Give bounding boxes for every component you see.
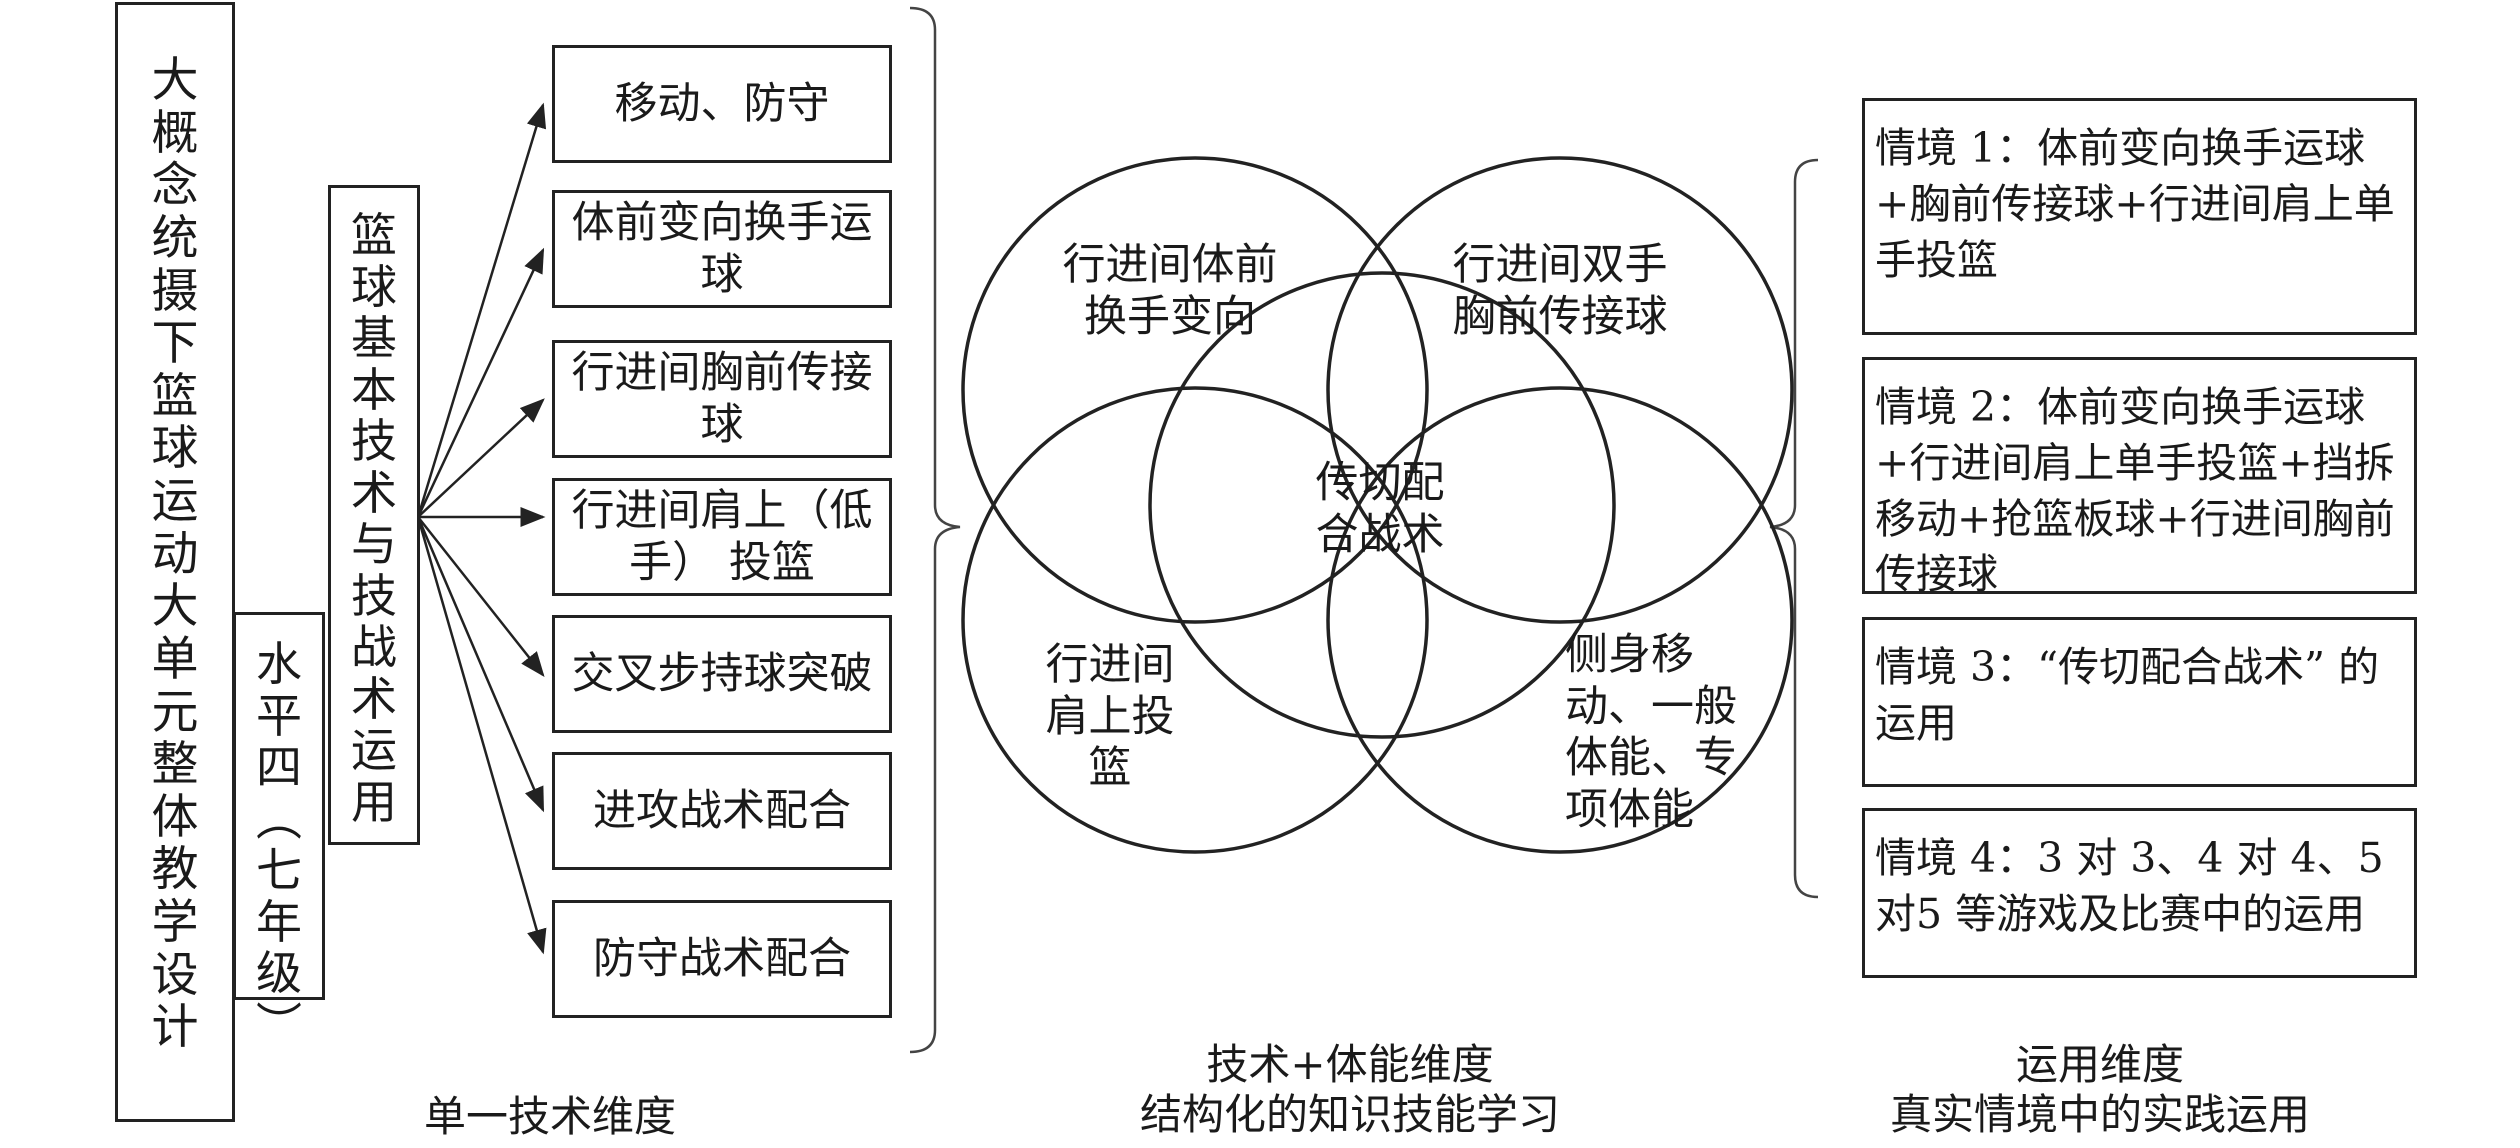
dimension-middle-line2: 结构化的知识技能学习 xyxy=(1139,1089,1560,1139)
level-box-text: 水平四︵七年级︶ xyxy=(256,637,302,1052)
scenario-text-3: 情境 3：“传切配合战术” 的运用 xyxy=(1875,643,2380,747)
dimension-middle-line1: 技术+体能维度 xyxy=(1206,1040,1494,1089)
arrow-3 xyxy=(417,398,545,518)
venn-circle-top-right xyxy=(1326,156,1794,624)
scenario-text-4: 情境 4：3 对 3、4 对 4、5对5 等游戏及比赛中的运用 xyxy=(1875,834,2384,938)
title-column-text: 大概念统摄下篮球运动大单元整体教学设计 xyxy=(151,53,199,1056)
skill-box-3: 行进间胸前传接球 xyxy=(552,340,892,458)
scenario-box-3: 情境 3：“传切配合战术” 的运用 xyxy=(1862,617,2417,787)
level-box: 水平四︵七年级︶ xyxy=(233,612,325,1050)
skill-box-1: 移动、防守 xyxy=(552,45,892,163)
skill-category-box: 篮球基本技术与技战术运用 xyxy=(328,185,420,845)
skill-label-6: 进攻战术配合 xyxy=(593,785,851,836)
dimension-label-left: 单一技术维度 xyxy=(350,1092,750,1142)
scenario-text-1: 情境 1：体前变向换手运球+胸前传接球+行进间肩上单手投篮 xyxy=(1875,124,2395,284)
skill-label-3: 行进间胸前传接球 xyxy=(571,347,873,450)
dimension-label-right: 运用维度 真实情境中的实践运用 xyxy=(1860,1040,2340,1139)
arrow-6 xyxy=(416,516,545,813)
dimension-right-line2: 真实情境中的实践运用 xyxy=(1889,1089,2310,1139)
dimension-label-middle: 技术+体能维度 结构化的知识技能学习 xyxy=(1100,1040,1600,1139)
skill-box-6: 进攻战术配合 xyxy=(552,752,892,870)
venn-circle-bottom-left xyxy=(961,386,1429,854)
venn-label-center: 传切配合战术 xyxy=(1315,458,1445,560)
dimension-left-text: 单一技术维度 xyxy=(423,1092,676,1141)
scenario-box-2: 情境 2：体前变向换手运球+行进间肩上单手投篮+挡拆移动+抢篮板球+行进间胸前传… xyxy=(1862,357,2417,598)
skill-box-2: 体前变向换手运球 xyxy=(552,190,892,308)
venn-circles xyxy=(961,156,1794,854)
skill-box-4: 行进间肩上（低手） 投篮 xyxy=(552,478,892,596)
scenario-box-1: 情境 1：体前变向换手运球+胸前传接球+行进间肩上单手投篮 xyxy=(1862,98,2417,335)
skill-box-5: 交叉步持球突破 xyxy=(552,615,892,733)
skill-box-7: 防守战术配合 xyxy=(552,900,892,1018)
skill-label-1: 移动、防守 xyxy=(614,78,830,129)
scenario-text-2: 情境 2：体前变向换手运球+行进间肩上单手投篮+挡拆移动+抢篮板球+行进间胸前传… xyxy=(1875,383,2395,599)
skill-label-2: 体前变向换手运球 xyxy=(571,197,873,300)
skill-label-4: 行进间肩上（低手） 投篮 xyxy=(571,485,873,588)
right-brace xyxy=(1769,158,1819,899)
venn-label-bottom-left: 行进间肩上投篮 xyxy=(1045,640,1175,794)
scenario-box-4: 情境 4：3 对 3、4 对 4、5对5 等游戏及比赛中的运用 xyxy=(1862,808,2417,978)
venn-label-bottom-right: 侧身移动、一般体能、专项体能 xyxy=(1565,630,1737,835)
skill-label-5: 交叉步持球突破 xyxy=(571,648,873,699)
venn-circle-center xyxy=(1148,271,1616,739)
arrow-5 xyxy=(417,516,545,677)
title-column: 大概念统摄下篮球运动大单元整体教学设计 xyxy=(115,2,235,1122)
skill-label-7: 防守战术配合 xyxy=(593,933,851,984)
dimension-right-line1: 运用维度 xyxy=(2015,1040,2184,1089)
venn-circle-bottom-right xyxy=(1326,386,1794,854)
venn-circle-top-left xyxy=(961,156,1429,624)
venn-label-top-left: 行进间体前换手变向 xyxy=(1062,240,1278,342)
arrow-7 xyxy=(416,516,547,955)
skill-arrows xyxy=(416,102,547,955)
skill-category-text: 篮球基本技术与技战术运用 xyxy=(351,208,397,829)
arrow-1 xyxy=(416,102,547,518)
arrow-2 xyxy=(416,247,545,518)
left-brace xyxy=(909,6,961,1054)
venn-label-top-right: 行进间双手胸前传接球 xyxy=(1452,240,1668,342)
